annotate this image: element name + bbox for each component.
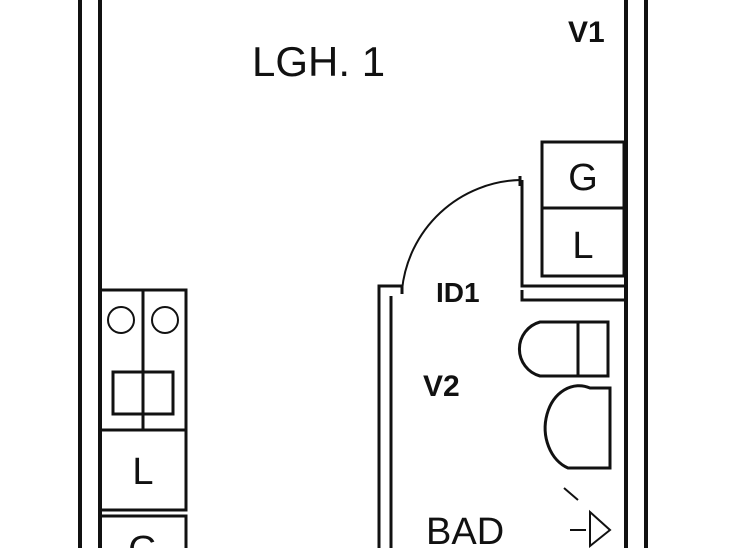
right-cabinet-upper-label: G bbox=[568, 157, 598, 199]
left-cabinet-lower-frame bbox=[98, 514, 188, 548]
door-label-id1: ID1 bbox=[436, 277, 480, 308]
left-cabinet-upper-label: L bbox=[132, 451, 153, 493]
room-label-v1: V1 bbox=[568, 16, 605, 49]
burner-icon bbox=[107, 306, 135, 334]
left-cabinet-lower-label: G bbox=[128, 529, 158, 548]
toilet-outline bbox=[543, 384, 612, 470]
bathroom-top-wall bbox=[520, 290, 626, 302]
room-label-v2: V2 bbox=[423, 370, 460, 403]
vent-arrow-icon bbox=[589, 509, 612, 548]
burner-icon bbox=[151, 306, 179, 334]
door-swing-arc bbox=[401, 179, 521, 291]
wardrobe-side-wall bbox=[520, 180, 626, 288]
sink bbox=[517, 320, 610, 378]
oven-symbol bbox=[111, 370, 175, 416]
kitchen-unit: L G bbox=[98, 288, 188, 548]
left-cabinet-upper-frame bbox=[98, 428, 188, 512]
room-label-bad: BAD bbox=[426, 511, 504, 548]
right-cabinet-lower-label: L bbox=[572, 225, 593, 267]
sink-outline bbox=[517, 320, 610, 378]
apartment-label: LGH. 1 bbox=[252, 38, 385, 85]
vent-symbol bbox=[563, 487, 612, 548]
right-wardrobe: G L bbox=[540, 140, 626, 278]
vent-tick bbox=[563, 487, 579, 501]
door-id1 bbox=[401, 176, 522, 291]
